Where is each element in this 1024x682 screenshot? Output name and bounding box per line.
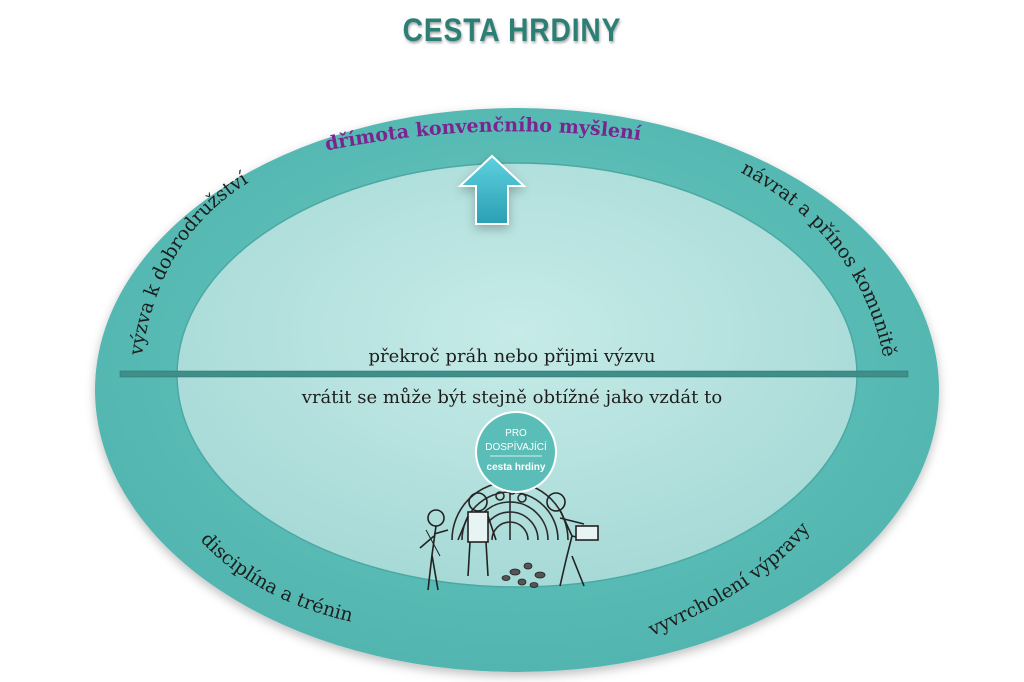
threshold-above-text: překroč práh nebo přijmi výzvu <box>368 346 655 367</box>
logo-line1: PRO <box>505 428 527 439</box>
diagram-title: CESTA HRDINY <box>402 12 622 48</box>
figure-middle-illustration <box>457 492 497 577</box>
figure-left-illustration <box>419 509 449 591</box>
threshold-below-text: vrátit se může být stejně obtížné jako v… <box>301 386 722 408</box>
logo-line2: DOSPÍVAJÍCÍ <box>485 440 547 453</box>
stones-illustration <box>501 562 546 588</box>
logo-line3: cesta hrdiny <box>487 462 546 473</box>
pro-dospivajici-logo: PRO DOSPÍVAJÍCÍ cesta hrdiny <box>475 411 557 493</box>
threshold-line <box>119 370 909 378</box>
figure-right-illustration <box>546 492 599 587</box>
up-arrow-icon <box>457 154 527 225</box>
